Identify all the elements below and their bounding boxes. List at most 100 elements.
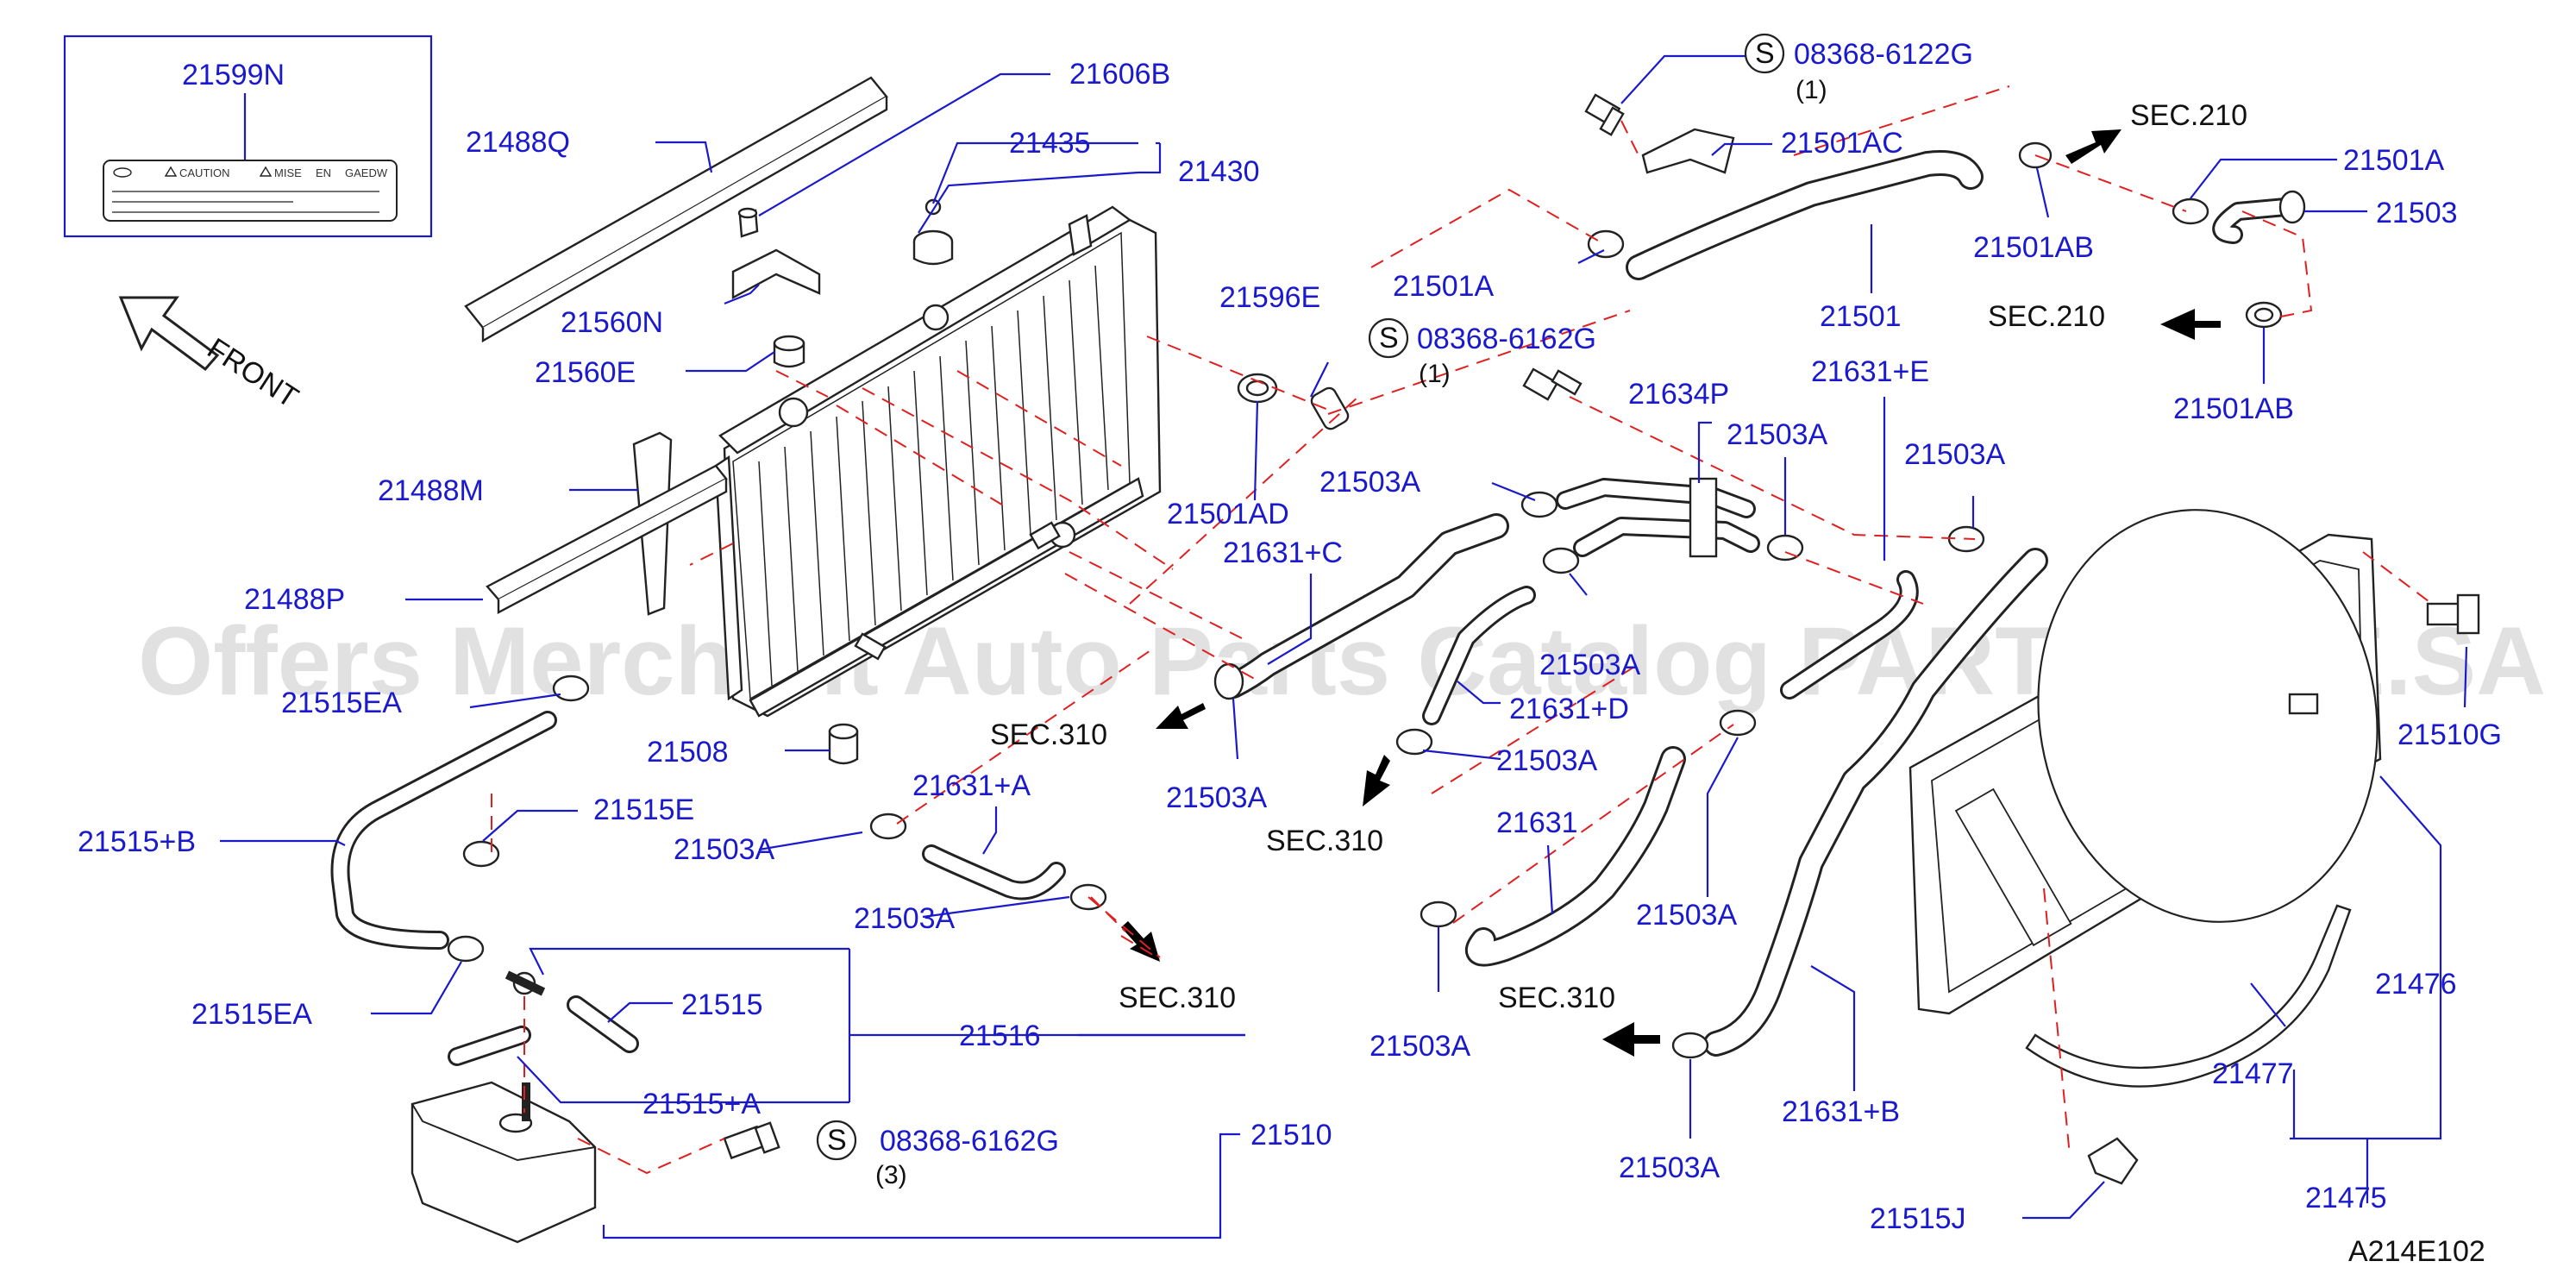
part-label[interactable]: 21631+C [1223,536,1343,569]
upper-hose-21501 [1626,150,1984,280]
radiator-cap-21430 [912,198,954,266]
part-label[interactable]: 21515E [593,794,694,826]
part-label[interactable]: 21515J [1870,1202,1966,1235]
bolt-top [1584,93,1625,136]
part-label[interactable]: 21515 [681,988,763,1021]
part-label[interactable]: 21503A [1369,1030,1471,1063]
part-label-08368-6162G[interactable]: 08368-6162G [880,1125,1059,1158]
part-label[interactable]: 21503A [1904,438,2006,471]
part-label-08368-6122G[interactable]: 08368-6122G [1794,38,1973,71]
sec210-top-label[interactable]: SEC.210 [2130,99,2247,132]
part-label[interactable]: 21477 [2212,1057,2294,1090]
part-label[interactable]: 21503A [854,902,956,935]
part-label[interactable]: 21501AB [1973,231,2094,264]
hose-21515 [567,995,639,1053]
arrow-icon [1602,1022,1660,1057]
part-label[interactable]: 21488M [378,474,484,507]
part-label[interactable]: 21515+B [78,825,196,858]
part-label[interactable]: 21501A [2343,144,2445,177]
part-label[interactable]: 21501 [1820,300,1902,333]
part-label[interactable]: 21503A [1619,1151,1720,1184]
part-label[interactable]: 21515EA [191,998,312,1031]
part-label[interactable]: 21515EA [281,687,402,719]
part-label[interactable]: 21503A [1319,466,1421,499]
part-label[interactable]: 21501A [1393,270,1495,303]
front-label: FRONT [202,332,304,415]
mount-bushing-21606B [737,207,759,238]
overflow-hose-21515B [330,711,557,950]
caution-text: CAUTION [179,166,230,179]
sec310-d-label[interactable]: SEC.310 [1498,982,1615,1014]
part-label[interactable]: 21501AC [1781,127,1903,160]
part-label[interactable]: 21634P [1628,378,1729,411]
part-label[interactable]: 21435 [1009,127,1091,160]
part-label[interactable]: 21475 [2305,1182,2387,1214]
part-label[interactable]: 21488P [244,583,345,616]
part-label-08368-6162G[interactable]: 08368-6162G [1417,323,1596,355]
part-label[interactable]: 21503A [1636,899,1738,932]
radiator-fins [758,265,1109,687]
warning-triangle-icon [259,166,273,177]
sec310-b-label[interactable]: SEC.310 [1266,825,1383,857]
part-label[interactable]: 21503A [1539,649,1641,681]
hose-21631C [1220,513,1509,699]
part-label[interactable]: 21631 [1496,806,1578,839]
clamp-21501AB-mid [2245,301,2283,329]
screw-callout-top: S 08368-6122G (1) [1744,33,1973,104]
part-label[interactable]: 21501AB [2173,392,2294,425]
part-label[interactable]: 21631+A [912,769,1031,802]
part-label[interactable]: 21631+B [1782,1095,1900,1128]
front-arrow-icon [118,296,220,372]
part-label[interactable]: 21596E [1219,281,1320,314]
sec310-a-label[interactable]: SEC.310 [990,718,1107,751]
part-label[interactable]: 21560N [561,306,663,339]
part-label[interactable]: 21560E [535,356,636,389]
warning-triangle-icon [164,166,178,177]
part-label[interactable]: 21606B [1069,58,1170,91]
bolt-21510G [2426,593,2480,635]
part-label[interactable]: 21503A [1496,744,1598,777]
part-label[interactable]: 21501AD [1167,498,1289,530]
sec210-mid-label[interactable]: SEC.210 [1988,300,2105,333]
screw-symbol: S [1379,322,1399,355]
heater-pipe-21634P [1556,477,1760,558]
part-label[interactable]: 21510 [1250,1119,1332,1151]
bolt-center [1522,367,1583,401]
part-label[interactable]: 21510G [2397,718,2502,751]
clamp-group-21503A [447,491,1985,1059]
mount-rubber-21560E [773,335,805,368]
part-label[interactable]: 21508 [647,736,729,769]
part-label[interactable]: 21430 [1178,155,1260,188]
radiator-core [714,205,1162,718]
part-label-21599N[interactable]: 21599N [182,59,285,91]
front-direction-arrow: FRONT [118,296,304,415]
seal-21488P [486,464,728,614]
part-label[interactable]: 21515+A [642,1088,761,1120]
hose-21631D [1422,586,1536,725]
part-label[interactable]: 21476 [2375,968,2457,1001]
hose-21631E [1780,570,1919,700]
clamp-21501A-top [1587,229,1625,259]
part-label[interactable]: 21631+E [1811,355,1929,388]
fan-shroud-21476 [1908,509,2382,1015]
part-label[interactable]: 21631+D [1509,693,1629,725]
part-label[interactable]: 21488Q [466,126,570,159]
qty-label: (3) [875,1161,907,1189]
part-labels: 21606B 21488Q 21435 21430 21560N 21560E … [78,58,2502,1235]
qty-label: (1) [1796,76,1827,104]
part-label[interactable]: 21503 [2376,197,2458,229]
clamp-21501AD [1237,373,1278,404]
part-label[interactable]: 21503A [674,833,775,866]
service-symbol-icon [816,1120,857,1161]
clamp-21501A-right [2172,198,2209,225]
hose-21503 [2212,190,2306,244]
part-label[interactable]: 21503A [1727,418,1828,451]
part-label[interactable]: 21516 [959,1020,1041,1052]
sec310-c-label[interactable]: SEC.310 [1119,982,1236,1014]
qty-label: (1) [1419,360,1451,388]
part-label[interactable]: 21503A [1166,781,1268,814]
arrow-icon [2160,309,2221,340]
service-symbol-icon [1744,33,1785,74]
screw-callout-bottom: S 08368-6162G (3) [816,1120,1059,1189]
